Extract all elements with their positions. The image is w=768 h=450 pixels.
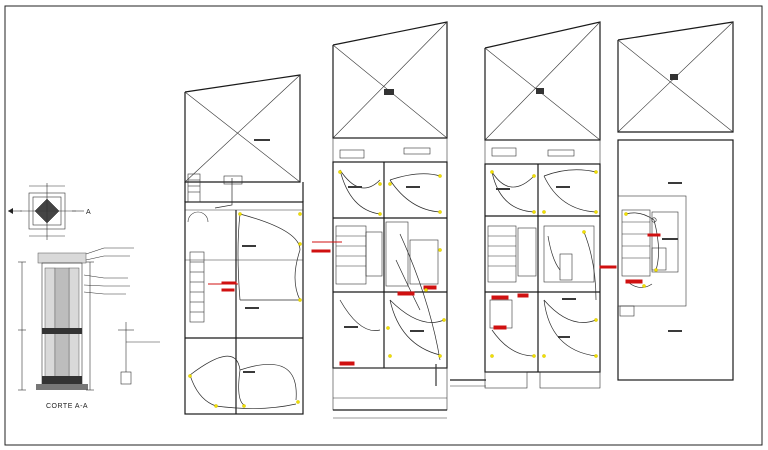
section-detail: A CORTE A-A [8,183,160,410]
section-marker-letter: A [86,209,91,216]
floor-plan-4 [617,21,734,381]
drawing-border [4,5,763,446]
floor-plan-3 [484,21,617,389]
section-label: CORTE A-A [46,403,88,410]
floor-plan-1 [184,74,304,415]
floor-plan-2 [311,21,486,419]
